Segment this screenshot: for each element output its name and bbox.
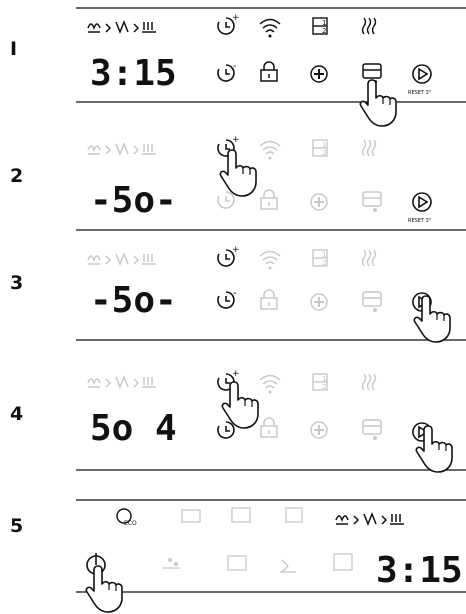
program-sequence-icon — [88, 144, 156, 154]
program-sequence-icon — [88, 377, 156, 387]
wifi-icon[interactable] — [260, 142, 280, 160]
dry-heat-icon[interactable] — [363, 250, 376, 266]
reset-label: RESET 3" — [408, 218, 431, 224]
timer-minus-icon[interactable] — [218, 61, 237, 81]
dry-heat-icon[interactable] — [363, 140, 376, 156]
reset-label: RESET 3" — [408, 90, 431, 96]
child-lock-icon[interactable] — [261, 190, 277, 209]
child-lock-icon[interactable] — [261, 418, 277, 437]
program-icon[interactable] — [280, 560, 296, 572]
program-icon[interactable] — [182, 510, 200, 522]
panel-step-3: -5o- — [76, 245, 466, 342]
program-icon[interactable] — [334, 554, 352, 570]
child-lock-icon[interactable] — [261, 290, 277, 309]
wifi-icon[interactable] — [260, 376, 280, 394]
eco-label: ECO — [124, 520, 137, 527]
panel-step-1: 3:15 RESET 3" — [76, 8, 466, 126]
timer-plus-icon[interactable] — [218, 245, 240, 266]
display-step-2: -5o- — [90, 180, 177, 221]
half-load-icon[interactable] — [313, 18, 327, 35]
program-sequence-icon — [336, 514, 404, 524]
rinse-aid-icon[interactable] — [311, 194, 327, 210]
program-icon[interactable] — [228, 556, 246, 570]
rinse-aid-icon[interactable] — [311, 294, 327, 310]
display-step-4: 5o 4 — [90, 408, 177, 449]
program-icon[interactable] — [232, 508, 250, 522]
half-load-icon[interactable] — [313, 250, 327, 267]
salt-icon[interactable] — [363, 420, 381, 440]
rinse-aid-icon[interactable] — [311, 422, 327, 438]
timer-minus-icon[interactable] — [218, 288, 237, 308]
program-sequence-icon — [88, 22, 156, 32]
salt-icon[interactable] — [363, 292, 381, 312]
dry-heat-icon[interactable] — [363, 18, 376, 34]
child-lock-icon[interactable] — [261, 62, 277, 81]
pointing-hand-icon — [222, 382, 258, 428]
half-load-icon[interactable] — [313, 140, 327, 157]
display-step-3: -5o- — [90, 280, 177, 321]
program-sequence-icon — [88, 254, 156, 264]
wifi-icon[interactable] — [260, 20, 280, 38]
panel-step-4: 5o 4 — [76, 369, 466, 472]
start-reset-icon[interactable] — [413, 65, 431, 83]
eco-icon[interactable]: ECO — [117, 509, 137, 527]
rinse-aid-icon[interactable] — [311, 66, 327, 82]
panel-step-2: -5o- RESET 3" — [76, 135, 466, 230]
program-icon[interactable] — [162, 558, 180, 568]
program-icon[interactable] — [286, 508, 302, 522]
pointing-hand-icon — [220, 150, 256, 196]
start-reset-icon[interactable] — [413, 193, 431, 211]
dry-heat-icon[interactable] — [363, 374, 376, 390]
panel-step-5: ECO 3:15 — [76, 500, 466, 612]
salt-icon[interactable] — [363, 192, 381, 212]
timer-plus-icon[interactable] — [218, 13, 240, 34]
pointing-hand-icon — [416, 426, 452, 472]
display-step-1: 3:15 — [90, 53, 177, 94]
wifi-icon[interactable] — [260, 252, 280, 270]
pointing-hand-icon — [360, 80, 396, 126]
half-load-icon[interactable] — [313, 374, 327, 391]
display-step-5: 3:15 — [376, 550, 463, 591]
